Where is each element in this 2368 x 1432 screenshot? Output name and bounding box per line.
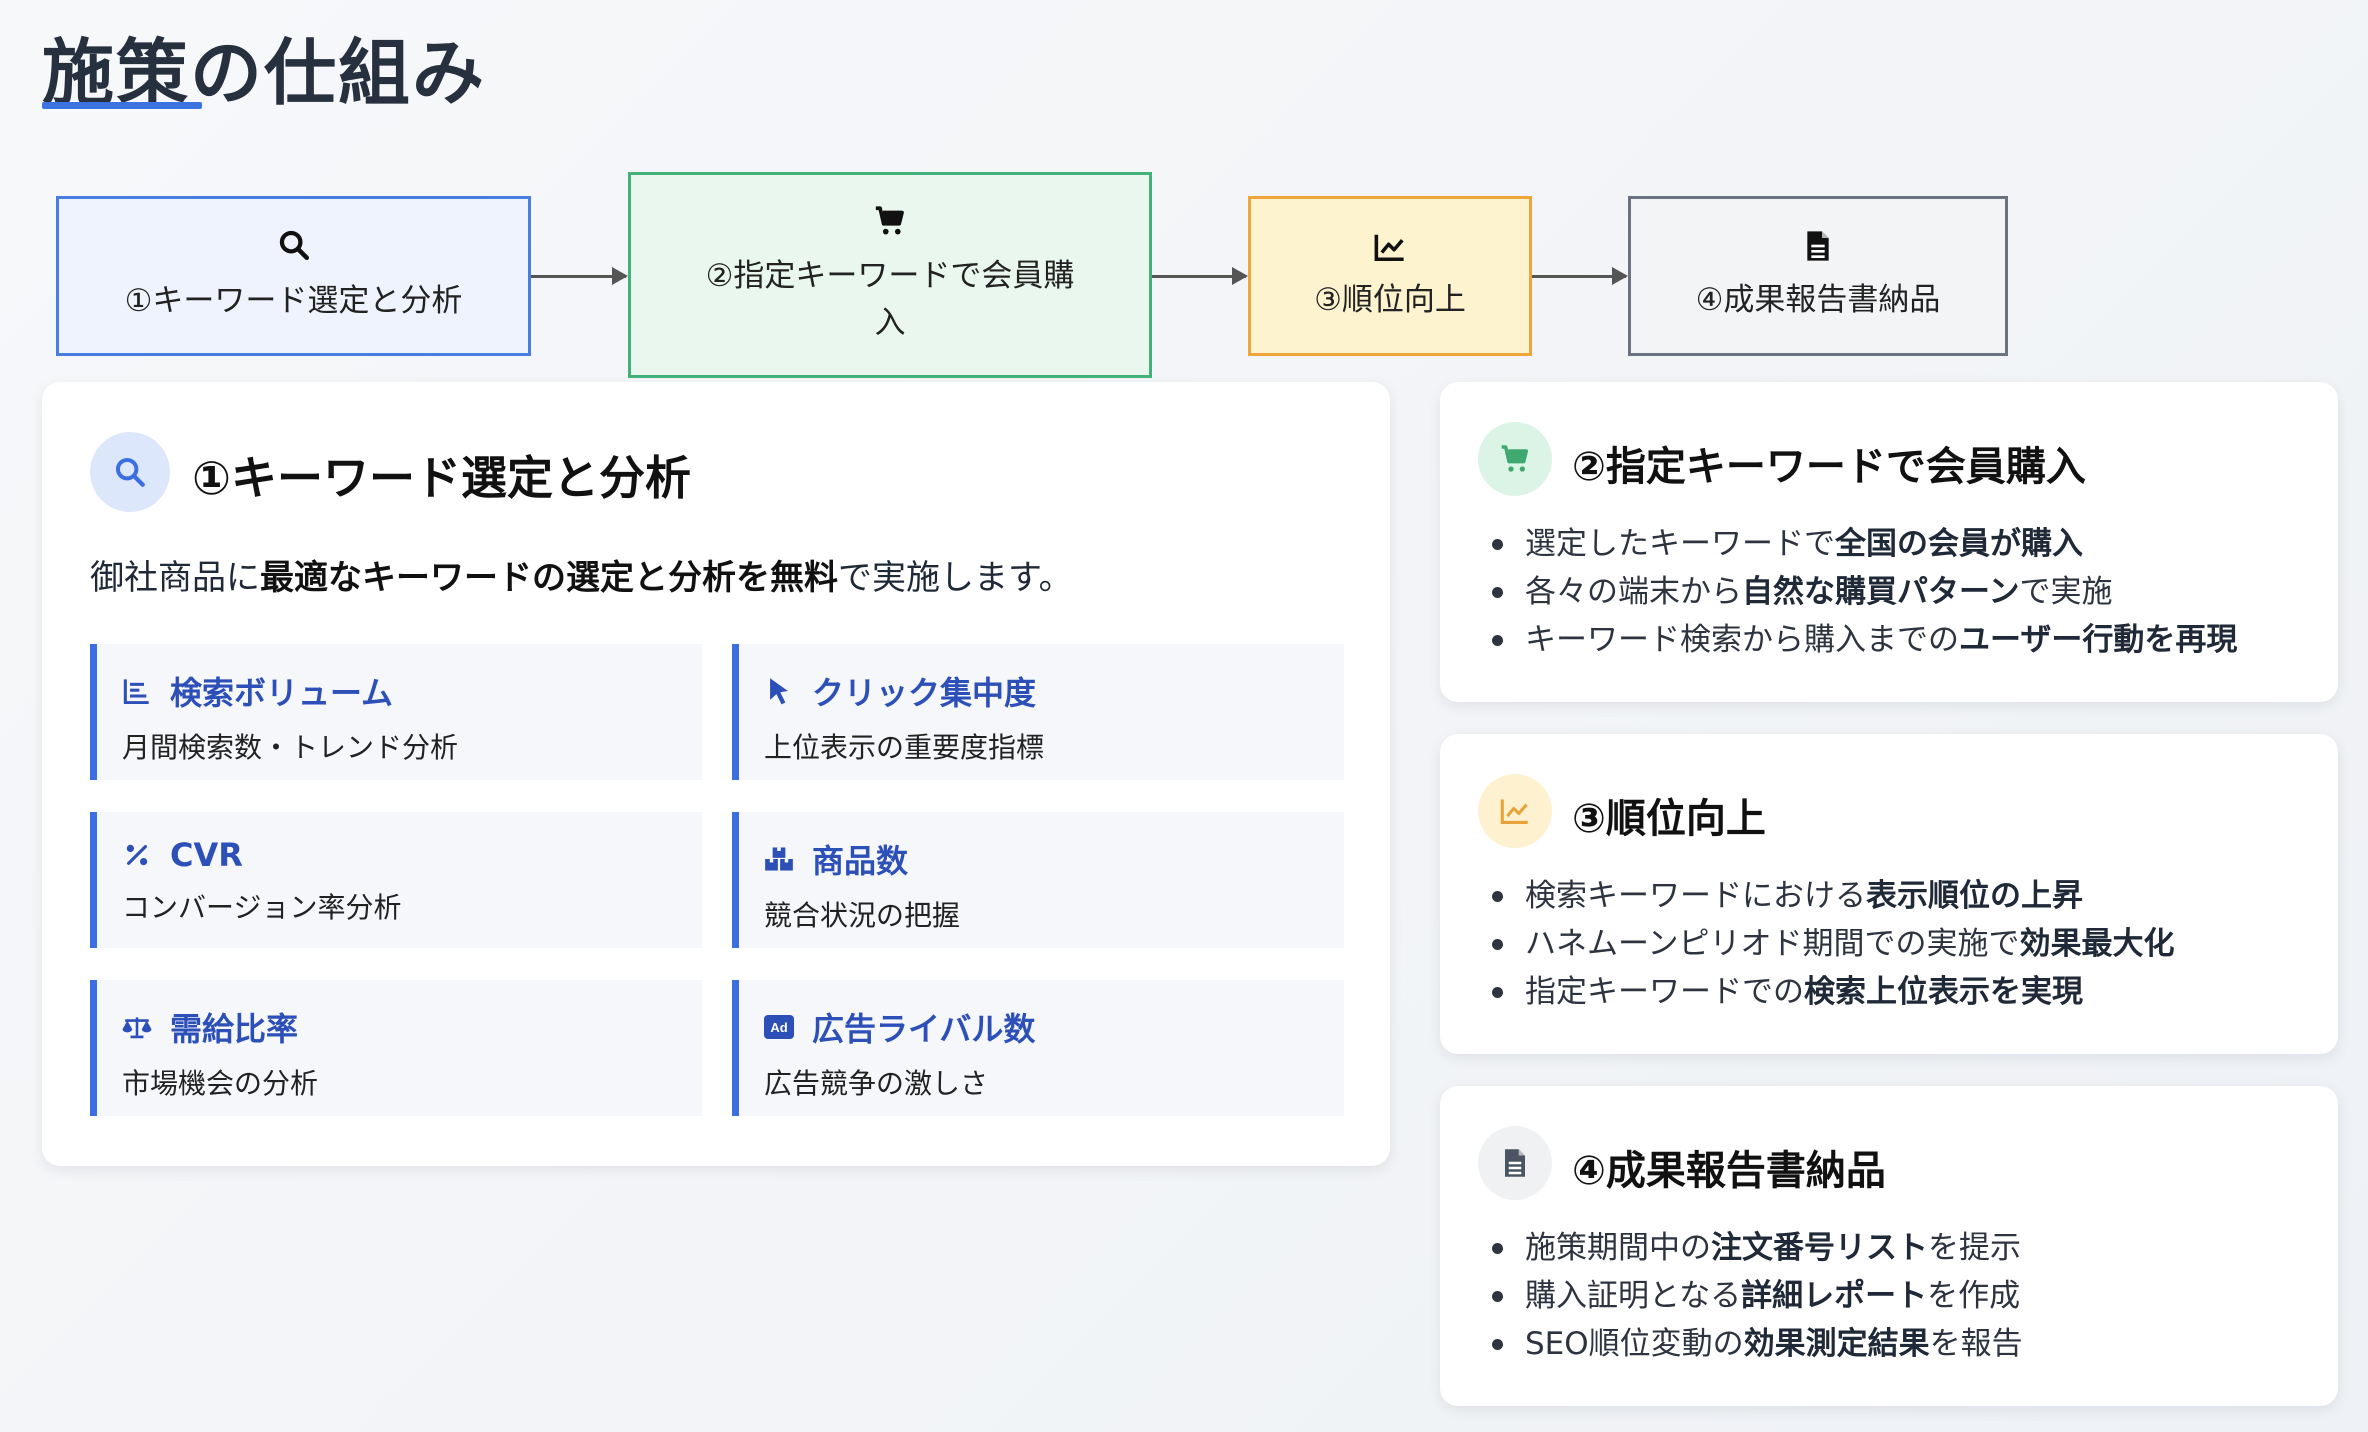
boxes-icon [764,845,794,873]
pointer-icon [764,677,794,705]
metric-title: 需給比率 [170,1010,299,1048]
keyword-analysis-card: ①キーワード選定と分析 御社商品に最適なキーワードの選定と分析を無料で実施します… [42,382,1390,1166]
metric-desc: 上位表示の重要度指標 [764,731,1045,764]
list-item: 購入証明となる詳細レポートを作成 [1492,1272,2023,1320]
metric-title: 広告ライバル数 [812,1010,1036,1048]
svg-text:Ad: Ad [770,1020,787,1035]
list-item: 各々の端末から自然な購買パターンで実施 [1492,568,2237,616]
flow-step-label: ①キーワード選定と分析 [124,282,463,319]
metric-title: 商品数 [812,842,909,880]
page-title: 施策の仕組み [42,31,487,115]
flow-step-label: ②指定キーワードで会員購 [705,258,1075,295]
flow-step-ranking: ③順位向上 [1248,196,1532,356]
bullet-list: 選定したキーワードで全国の会員が購入 各々の端末から自然な購買パターンで実施 キ… [1492,520,2237,664]
metric-title: 検索ボリューム [170,674,394,712]
bullet-list: 検索キーワードにおける表示順位の上昇 ハネムーンピリオド期間での実施で効果最大化… [1492,872,2174,1016]
title-underline [42,102,202,109]
card-description: 御社商品に最適なキーワードの選定と分析を無料で実施します。 [90,558,1073,598]
list-item: 検索キーワードにおける表示順位の上昇 [1492,872,2174,920]
ranking-card: ③順位向上 検索キーワードにおける表示順位の上昇 ハネムーンピリオド期間での実施… [1440,734,2338,1054]
flow-step-label: ④成果報告書納品 [1695,282,1941,318]
card-title: ②指定キーワードで会員購入 [1572,444,2086,490]
ad-icon: Ad [764,1014,794,1040]
bar-list-icon [122,678,152,704]
metric-desc: 月間検索数・トレンド分析 [122,731,459,764]
metric-desc: 競合状況の把握 [764,899,961,932]
metric-supply-demand: 需給比率 市場機会の分析 [90,980,702,1116]
list-item: キーワード検索から購入までのユーザー行動を再現 [1492,616,2237,664]
flow-arrow [1152,267,1248,285]
flow-step-label-cont: 入 [874,304,906,341]
search-icon [277,228,311,276]
list-item: ハネムーンピリオド期間での実施で効果最大化 [1492,920,2174,968]
metric-ad-competitors: Ad 広告ライバル数 広告競争の激しさ [732,980,1344,1116]
percent-icon [122,843,152,867]
metric-title: クリック集中度 [812,674,1037,712]
list-item: 指定キーワードでの検索上位表示を実現 [1492,968,2174,1016]
chart-line-icon [1478,774,1552,848]
metric-desc: コンバージョン率分析 [122,891,402,924]
list-item: 選定したキーワードで全国の会員が購入 [1492,520,2237,568]
metric-click-concentration: クリック集中度 上位表示の重要度指標 [732,644,1344,780]
report-card: ④成果報告書納品 施策期間中の注文番号リストを提示 購入証明となる詳細レポートを… [1440,1086,2338,1406]
card-title: ④成果報告書納品 [1572,1148,1886,1194]
flow-step-keyword: ①キーワード選定と分析 [56,196,531,356]
flow-arrow [531,267,628,285]
document-icon [1805,229,1831,276]
scale-icon [122,1013,152,1041]
document-icon [1478,1126,1552,1200]
flow-arrow [1532,267,1628,285]
cart-icon [1478,422,1552,496]
metric-cvr: CVR コンバージョン率分析 [90,812,702,948]
chart-line-icon [1373,229,1407,276]
card-title: ①キーワード選定と分析 [192,451,691,505]
list-item: SEO順位変動の効果測定結果を報告 [1492,1320,2023,1368]
flow-step-purchase: ②指定キーワードで会員購 入 [628,172,1152,378]
card-title: ③順位向上 [1572,796,1766,842]
purchase-card: ②指定キーワードで会員購入 選定したキーワードで全国の会員が購入 各々の端末から… [1440,382,2338,702]
cart-icon [872,204,908,252]
bullet-list: 施策期間中の注文番号リストを提示 購入証明となる詳細レポートを作成 SEO順位変… [1492,1224,2023,1368]
metric-title: CVR [170,836,243,874]
metric-product-count: 商品数 競合状況の把握 [732,812,1344,948]
metric-search-volume: 検索ボリューム 月間検索数・トレンド分析 [90,644,702,780]
list-item: 施策期間中の注文番号リストを提示 [1492,1224,2023,1272]
search-icon [90,432,170,512]
metric-desc: 広告競争の激しさ [764,1067,989,1100]
flow-step-report: ④成果報告書納品 [1628,196,2008,356]
flow-step-label: ③順位向上 [1314,282,1466,318]
metric-desc: 市場機会の分析 [122,1067,319,1100]
